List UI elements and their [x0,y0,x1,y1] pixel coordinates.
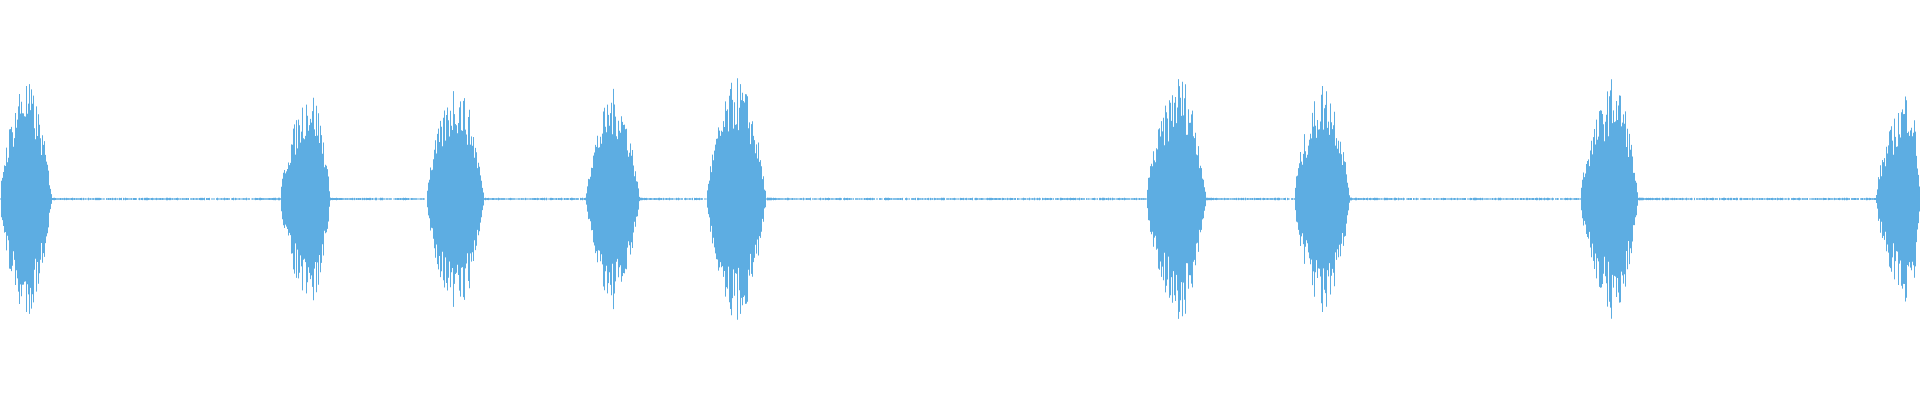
waveform-burst-7 [1294,81,1350,318]
waveform-burst-4 [586,88,640,310]
waveform-samples [0,73,1920,325]
waveform-burst-2 [280,86,330,313]
waveform-burst-9 [1876,86,1920,313]
waveform-burst-6 [1146,73,1206,325]
waveform-burst-5 [707,76,767,323]
waveform-burst-1 [0,77,52,321]
waveform-path [0,78,1920,320]
waveform-burst-8 [1580,78,1638,320]
waveform-burst-3 [426,82,484,316]
